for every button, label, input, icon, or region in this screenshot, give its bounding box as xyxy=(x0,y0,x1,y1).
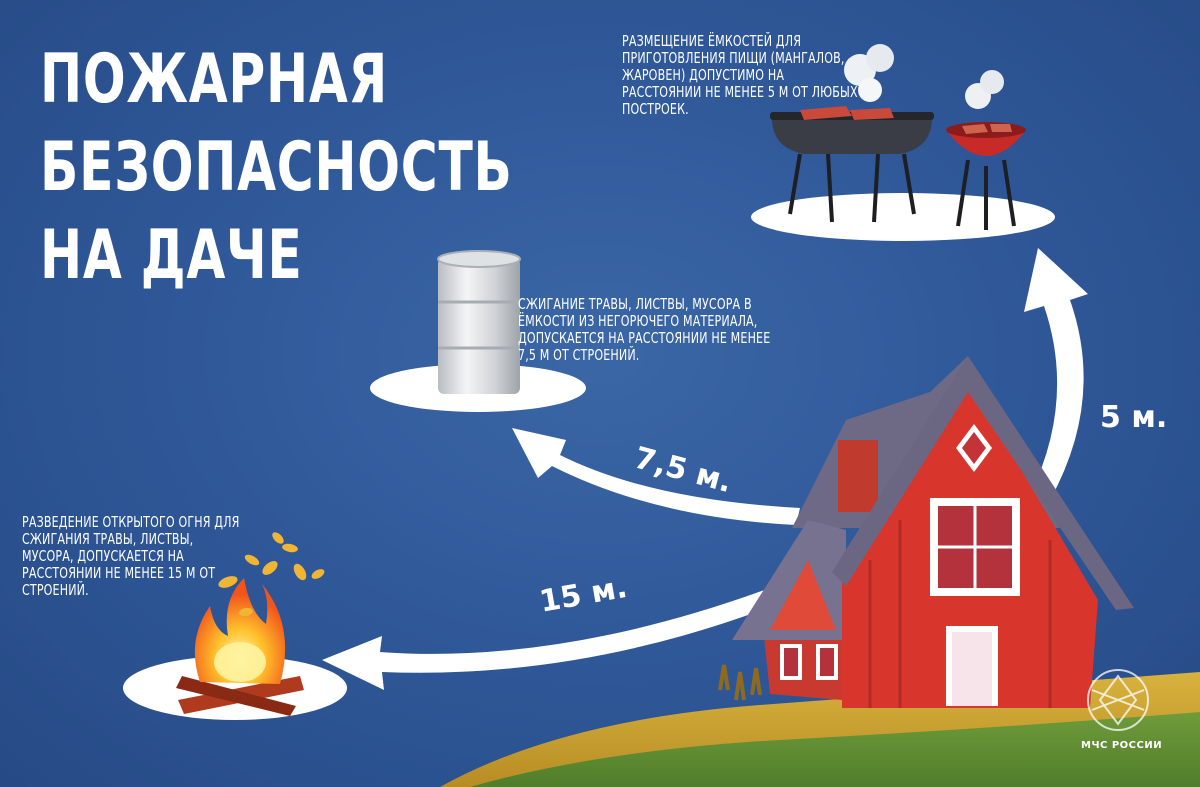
emblem-label: МЧС РОССИИ xyxy=(1081,740,1163,751)
distance-label-5: 5 м. xyxy=(1100,400,1168,435)
arrow-5m xyxy=(1024,248,1088,500)
wing-gable xyxy=(770,560,836,630)
leaves xyxy=(218,532,325,617)
page-title: ПОЖАРНАЯ БЕЗОПАСНОСТЬ НА ДАЧЕ xyxy=(40,36,513,300)
grill-long xyxy=(770,44,934,223)
chimney xyxy=(838,440,878,512)
main-roof-edge xyxy=(832,356,1134,610)
rule-grill: Размещение ёмкостей для приготовления пи… xyxy=(622,32,858,118)
grill-spot xyxy=(751,193,1055,241)
rule-open-fire: Разведение открытого огня для сжигания т… xyxy=(22,513,240,599)
grill-round xyxy=(946,70,1026,230)
grass-front xyxy=(470,712,1200,787)
rule-barrel: Сжигание травы, листвы, мусора в ёмкости… xyxy=(518,295,771,364)
arrow-15m xyxy=(322,588,778,690)
barrel xyxy=(437,250,521,394)
bonfire xyxy=(176,578,304,716)
title-line-2: БЕЗОПАСНОСТЬ xyxy=(40,128,513,207)
arrow-75m xyxy=(512,428,800,525)
fire-spot xyxy=(123,656,347,720)
arrows xyxy=(322,248,1088,690)
title-line-1: ПОЖАРНАЯ xyxy=(40,40,389,119)
title-line-3: НА ДАЧЕ xyxy=(40,216,303,295)
house xyxy=(732,356,1134,708)
mchs-emblem-icon xyxy=(1087,669,1149,731)
